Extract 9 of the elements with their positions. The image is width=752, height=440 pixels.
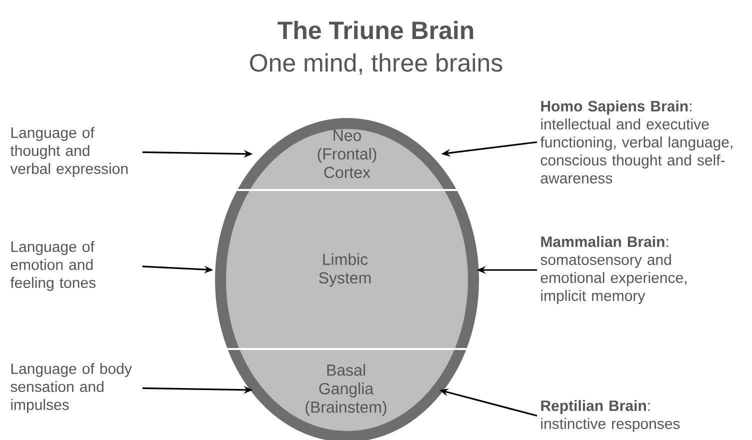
subtitle: One mind, three brains — [250, 53, 502, 75]
title: The Triune Brain — [278, 20, 474, 40]
description-text: Mammalian Brain: somatosensory and emotional experience, implicit memory — [540, 236, 686, 304]
description-text: Language of emotion and feeling tones — [10, 241, 96, 291]
description-text: Reptilian Brain: instinctive responses — [541, 400, 680, 432]
description-text: Language of body sensation and impulses — [10, 363, 132, 413]
description-text: Language of thought and verbal expression — [10, 127, 128, 177]
description-text: Homo Sapiens Brain: intellectual and executive functioning, verbal language, conscious thought and self-awareness — [540, 100, 732, 184]
brain-region: Basal Ganglia (Brainstem) — [215, 350, 479, 440]
